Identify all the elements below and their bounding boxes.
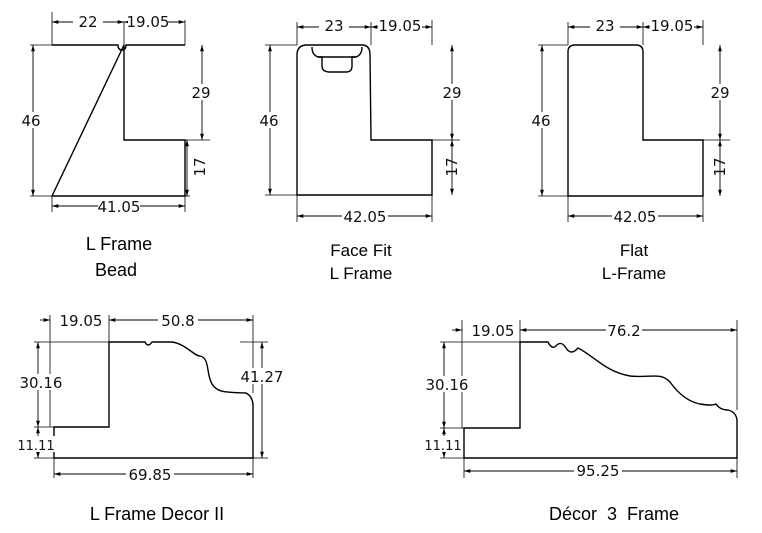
profile-l-frame-decor-ii: 19.05 50.8 30.16 11.11 41.27 69.85 L Fra… [17,312,284,524]
l-frame-bead-outline [50,44,186,197]
dim-top-right: 19.05 [651,17,694,35]
dim-left: 46 [21,112,40,130]
dim-left: 46 [259,112,278,130]
dim-bottom: 95.25 [577,462,620,480]
dim-right-lower: 17 [443,157,461,176]
caption-line-1: L Frame Decor II [90,504,224,524]
profile-l-frame-bead: 22 19.05 46 29 17 41.05 L Frame Bead [21,12,214,280]
profile-face-fit-l-frame: 23 19.05 46 29 17 42.05 Face Fit L Frame [259,17,464,283]
dim-top-left: 23 [595,17,614,35]
caption-line-2: L-Frame [602,264,666,283]
dim-right-lower: 17 [711,157,729,176]
dim-top-right: 19.05 [379,17,422,35]
profile-flat-l-frame: 23 19.05 46 29 17 42.05 Flat L-Frame [530,17,732,283]
dim-top-left: 22 [78,13,97,31]
caption-line-2: L Frame [330,264,393,283]
dim-top-right: 76.2 [607,322,640,340]
flat-l-frame-outline [567,44,704,197]
dim-bottom: 41.05 [98,198,141,216]
dim-left-upper: 30.16 [20,374,63,392]
decor-ii-outline [53,341,254,459]
caption-line-1: Face Fit [330,241,392,260]
face-fit-insert [311,46,363,73]
dim-right-lower: 17 [191,157,209,176]
decor-3-outline [463,341,738,459]
dim-top-left: 23 [324,17,343,35]
caption-line-1: Décor 3 Frame [549,504,679,524]
dim-bottom: 42.05 [344,208,387,226]
dim-right: 41.27 [241,368,284,386]
dim-left: 46 [531,112,550,130]
dim-top-right: 19.05 [127,13,170,31]
dim-bottom: 42.05 [614,208,657,226]
dim-bottom: 69.85 [129,466,172,484]
dim-right-upper: 29 [710,84,729,102]
dim-top-right: 50.8 [161,312,194,330]
caption-line-1: L Frame [86,234,152,254]
dim-right-upper: 29 [191,84,210,102]
dim-top-left: 19.05 [472,322,515,340]
dim-left-lower: 11.11 [17,439,54,454]
dim-left-lower: 11.11 [424,439,461,454]
dim-right-upper: 29 [442,84,461,102]
profile-decor-3-frame: 19.05 76.2 30.16 11.11 95.25 Décor 3 Fra… [424,320,738,524]
face-fit-outline [296,44,433,196]
dim-left-upper: 30.16 [426,376,469,394]
dim-top-left: 19.05 [60,312,103,330]
caption-line-1: Flat [620,241,649,260]
caption-line-2: Bead [95,260,137,280]
